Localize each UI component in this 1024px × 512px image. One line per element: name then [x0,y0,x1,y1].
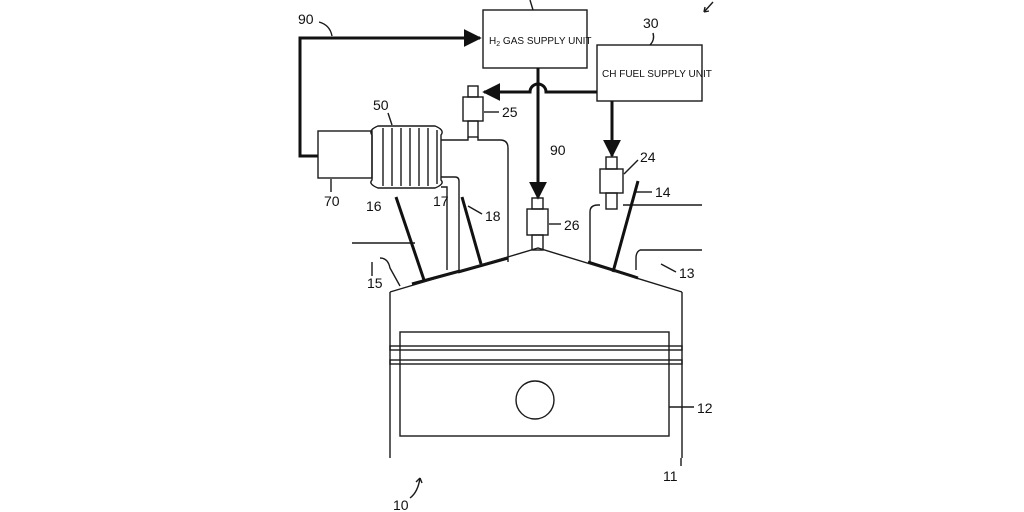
pipe-to-injector-25 [441,137,469,141]
leader-13 [660,263,677,273]
pipe-injector-25-down [477,137,509,262]
ch-fuel-supply-unit: CH FUEL SUPPLY UNIT [596,44,712,102]
pipe-17-inner [441,186,448,270]
leader-arrow-top-right [703,1,714,13]
leader-18 [467,205,483,215]
reformer-70 [317,130,373,179]
leader-24 [623,159,639,175]
line-90-top [298,29,482,158]
line-ch-to-injector-25 [482,82,597,101]
ref-30: 30 [643,15,659,31]
ref-13: 13 [679,265,695,281]
pipe-17-outer [441,176,460,272]
ref-16: 16 [366,198,382,214]
leader-50 [387,112,393,126]
valve-16 [394,196,426,281]
injector-24 [599,156,624,210]
port-14-left [589,204,600,262]
leader-arrow-tip-top-right [703,6,710,13]
catalyst-50 [370,125,443,189]
leader-10 [409,477,421,499]
ref-25: 25 [502,104,518,120]
ref-26: 26 [564,217,580,233]
h2-gas-supply-unit: H2 GAS SUPPLY UNIT [482,9,591,69]
leader-10-tip [415,477,423,484]
ref-24: 24 [640,149,656,165]
valve-18 [460,196,483,265]
ref-17: 17 [433,193,449,209]
ref-11: 11 [663,468,678,484]
ch-fuel-supply-label: CH FUEL SUPPLY UNIT [602,69,712,80]
ref-90-top: 90 [298,11,314,27]
port-15-side [379,257,401,287]
ref-18: 18 [485,208,501,224]
ref-15: 15 [367,275,383,291]
combustion-chamber-roof [389,247,683,293]
leader-30 [649,32,655,46]
h2-gas-supply-label: H2 GAS SUPPLY UNIT [489,36,591,48]
ref-14: 14 [655,184,671,200]
ref-12: 12 [697,400,713,416]
piston-12 [389,331,683,437]
injector-25 [462,85,484,138]
port-13-side [635,249,641,270]
ref-90-mid: 90 [550,142,566,158]
injector-26 [526,197,549,251]
leader-h2-unit [529,0,534,11]
ref-50: 50 [373,97,389,113]
ref-70: 70 [324,193,340,209]
ref-10: 10 [393,497,409,512]
valve-14 [611,180,640,273]
leader-90-top [318,21,333,37]
